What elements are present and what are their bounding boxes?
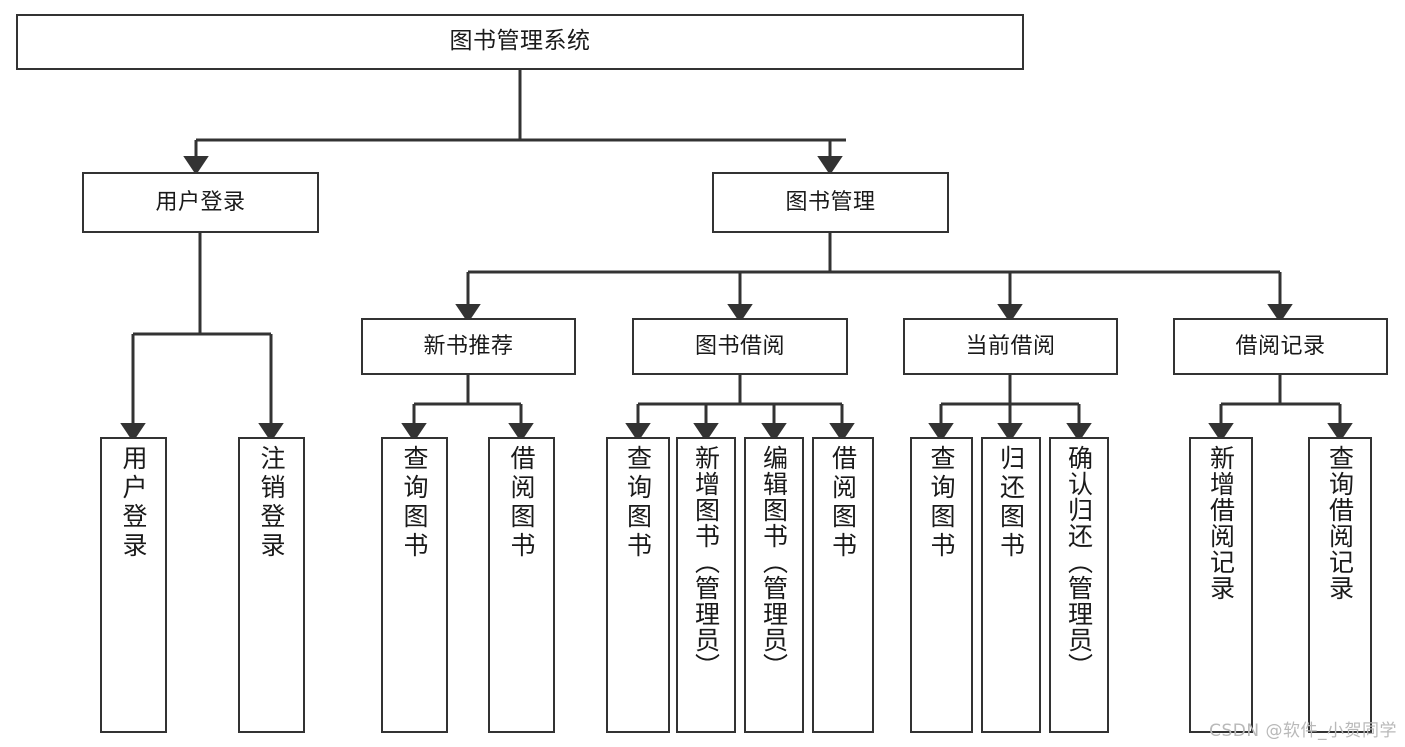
- node-book-management[interactable]: 图书管理: [712, 172, 949, 233]
- node-borrowing-records[interactable]: 借阅记录: [1173, 318, 1388, 375]
- node-book-borrowing[interactable]: 图书借阅: [632, 318, 848, 375]
- leaf-query-borrow-record[interactable]: 查询借阅记录: [1308, 437, 1372, 733]
- edge-currentborrow-to-leaves: [928, 375, 1092, 442]
- leaf-borrow-book-new-rec[interactable]: 借阅图书: [488, 437, 555, 733]
- node-current-borrowing[interactable]: 当前借阅: [903, 318, 1118, 375]
- node-label: 查询借阅记录: [1325, 445, 1355, 601]
- leaf-user-login[interactable]: 用户登录: [100, 437, 167, 733]
- node-label: 归还图书: [996, 445, 1026, 561]
- leaf-query-book-borrow[interactable]: 查询图书: [606, 437, 670, 733]
- node-label: 查询图书: [927, 445, 956, 561]
- node-label: 新书推荐: [423, 333, 514, 359]
- leaf-logout-login[interactable]: 注销登录: [238, 437, 305, 733]
- leaf-borrow-book-borrow[interactable]: 借阅图书: [812, 437, 874, 733]
- node-label: 编辑图书（管理员）: [759, 445, 789, 679]
- edge-bookmanage-to-level3: [455, 233, 1293, 323]
- node-root-book-management-system[interactable]: 图书管理系统: [16, 14, 1024, 70]
- leaf-return-book[interactable]: 归还图书: [981, 437, 1041, 733]
- edge-newbookrec-to-leaves: [401, 375, 534, 442]
- leaf-add-book-admin[interactable]: 新增图书（管理员）: [676, 437, 736, 733]
- node-label: 查询图书: [400, 445, 429, 561]
- node-label: 当前借阅: [965, 333, 1056, 359]
- edge-borrowrecord-to-leaves: [1208, 375, 1353, 442]
- node-label: 查询图书: [623, 445, 653, 561]
- node-label: 用户登录: [155, 189, 246, 215]
- edge-userlogin-to-leaves: [120, 233, 284, 442]
- node-label: 借阅图书: [507, 445, 536, 561]
- node-label: 新增图书（管理员）: [691, 445, 721, 679]
- leaf-query-book-current[interactable]: 查询图书: [910, 437, 973, 733]
- node-label: 借阅图书: [828, 445, 858, 561]
- node-label: 图书管理系统: [449, 28, 591, 55]
- node-label: 用户登录: [119, 445, 148, 561]
- leaf-query-book-new-rec[interactable]: 查询图书: [381, 437, 448, 733]
- node-user-login[interactable]: 用户登录: [82, 172, 319, 233]
- node-new-book-recommendation[interactable]: 新书推荐: [361, 318, 576, 375]
- leaf-confirm-return-admin[interactable]: 确认归还（管理员）: [1049, 437, 1109, 733]
- leaf-edit-book-admin[interactable]: 编辑图书（管理员）: [744, 437, 804, 733]
- node-label: 借阅记录: [1235, 333, 1326, 359]
- edge-root-to-level2: [183, 70, 846, 175]
- node-label: 图书借阅: [694, 333, 785, 359]
- node-label: 图书管理: [785, 189, 876, 215]
- node-label: 确认归还（管理员）: [1064, 445, 1094, 679]
- leaf-add-borrow-record[interactable]: 新增借阅记录: [1189, 437, 1253, 733]
- node-label: 新增借阅记录: [1206, 445, 1236, 601]
- node-label: 注销登录: [257, 445, 286, 561]
- edge-bookborrow-to-leaves: [625, 375, 855, 442]
- csdn-watermark: CSDN @软件_小贺同学: [1209, 721, 1397, 741]
